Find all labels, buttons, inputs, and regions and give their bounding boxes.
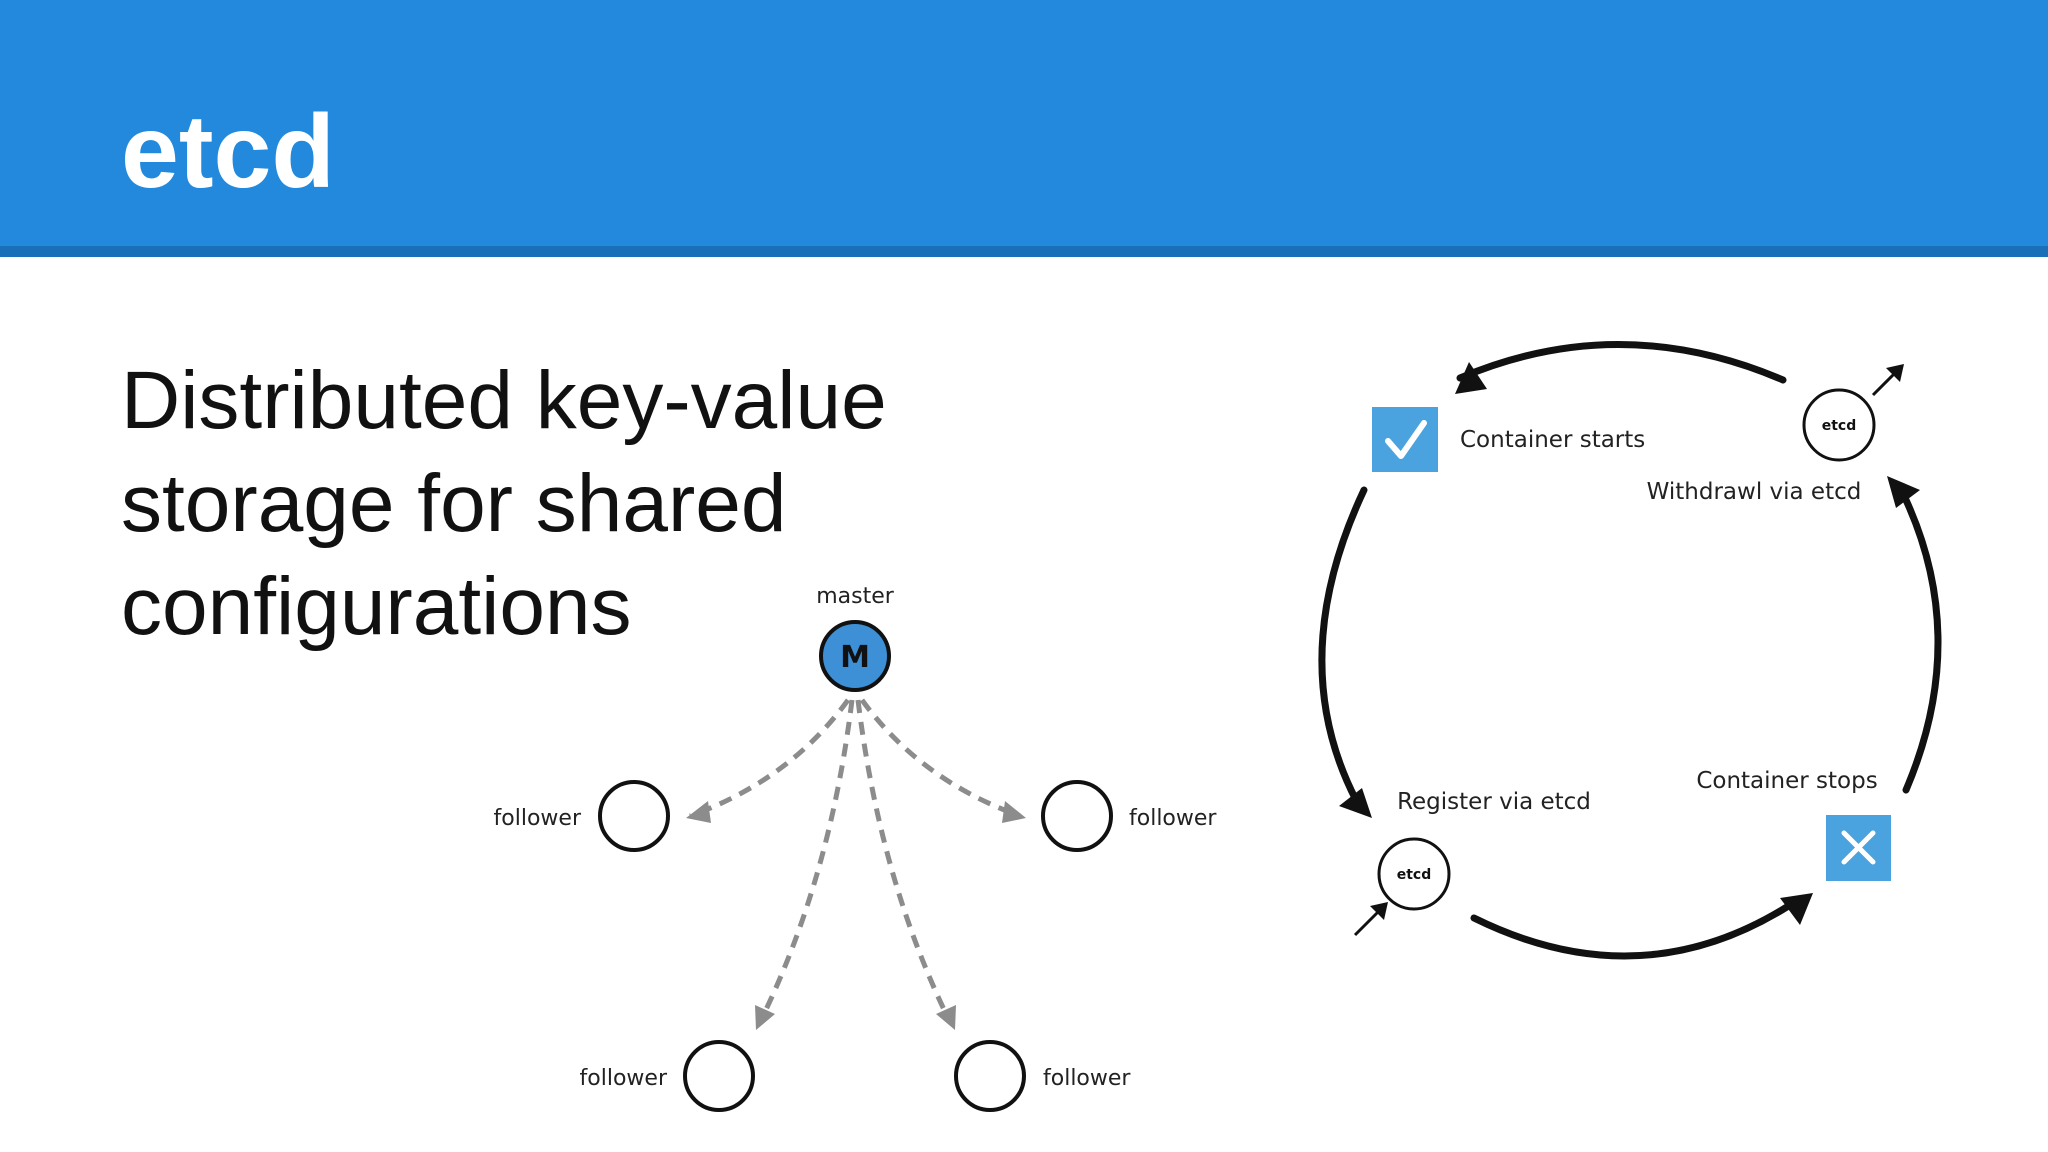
header-divider (0, 246, 2048, 257)
dashed-arrow-right (859, 698, 1021, 819)
arc-left-head (1339, 788, 1372, 818)
arc-top (1456, 341, 1787, 384)
etcd-node-bottom-label: etcd (1397, 867, 1432, 883)
follower-node-bottom-right (954, 1040, 1026, 1112)
container-stops-label: Container stops (1696, 768, 1877, 794)
dashed-arrow-right-head (1002, 801, 1026, 823)
dashed-arrow-bottom-right (855, 699, 953, 1024)
master-node (819, 620, 891, 692)
master-label: master (816, 584, 895, 609)
dashed-arrow-left (689, 698, 851, 819)
lifecycle-diagram: Container starts etcd Withdrawl via etcd… (1318, 341, 1942, 960)
dashed-arrow-bottom-left-head (755, 1005, 775, 1030)
body-line-1: Distributed key-value (121, 355, 887, 446)
follower-label-bottom-left: follower (580, 1066, 668, 1091)
header-bar (0, 0, 2048, 246)
follower-label-bottom-right: follower (1043, 1066, 1131, 1091)
slide-title: etcd (121, 94, 335, 210)
etcd-node-top-label: etcd (1822, 418, 1857, 434)
checkmark-box (1372, 407, 1438, 472)
etcd-top-out-arrow (1871, 372, 1896, 397)
follower-label-right: follower (1129, 806, 1217, 831)
register-label: Register via etcd (1397, 789, 1591, 815)
checkmark-icon (1385, 420, 1427, 459)
master-letter: M (840, 640, 870, 675)
arc-right (1902, 496, 1942, 794)
body-line-3: configurations (121, 561, 632, 652)
arc-top-head (1455, 362, 1487, 394)
arc-bottom (1470, 901, 1794, 960)
dashed-arrow-bottom-left (757, 699, 855, 1024)
follower-node-right (1041, 780, 1113, 852)
etcd-bottom-in-arrow (1353, 910, 1380, 937)
dashed-arrow-left-head (686, 801, 711, 823)
x-close-icon (1841, 830, 1876, 865)
etcd-node-bottom (1377, 837, 1451, 911)
arc-bottom-head (1780, 893, 1813, 925)
follower-node-left (598, 780, 670, 852)
withdrawl-label: Withdrawl via etcd (1647, 479, 1862, 505)
follower-label-left: follower (494, 806, 582, 831)
dashed-arrow-bottom-right-head (936, 1005, 956, 1030)
container-starts-label: Container starts (1460, 427, 1645, 453)
arc-left (1318, 486, 1368, 804)
arc-right-head (1887, 476, 1920, 508)
etcd-bottom-in-arrow-head (1370, 902, 1388, 920)
body-line-2: storage for shared (121, 458, 787, 549)
etcd-node-top (1802, 388, 1876, 462)
follower-node-bottom-left (683, 1040, 755, 1112)
etcd-top-out-arrow-head (1886, 364, 1904, 382)
slide-body: Distributed key-value storage for shared… (121, 349, 1021, 658)
cluster-diagram: master M follower follower follower foll… (494, 584, 1217, 1112)
